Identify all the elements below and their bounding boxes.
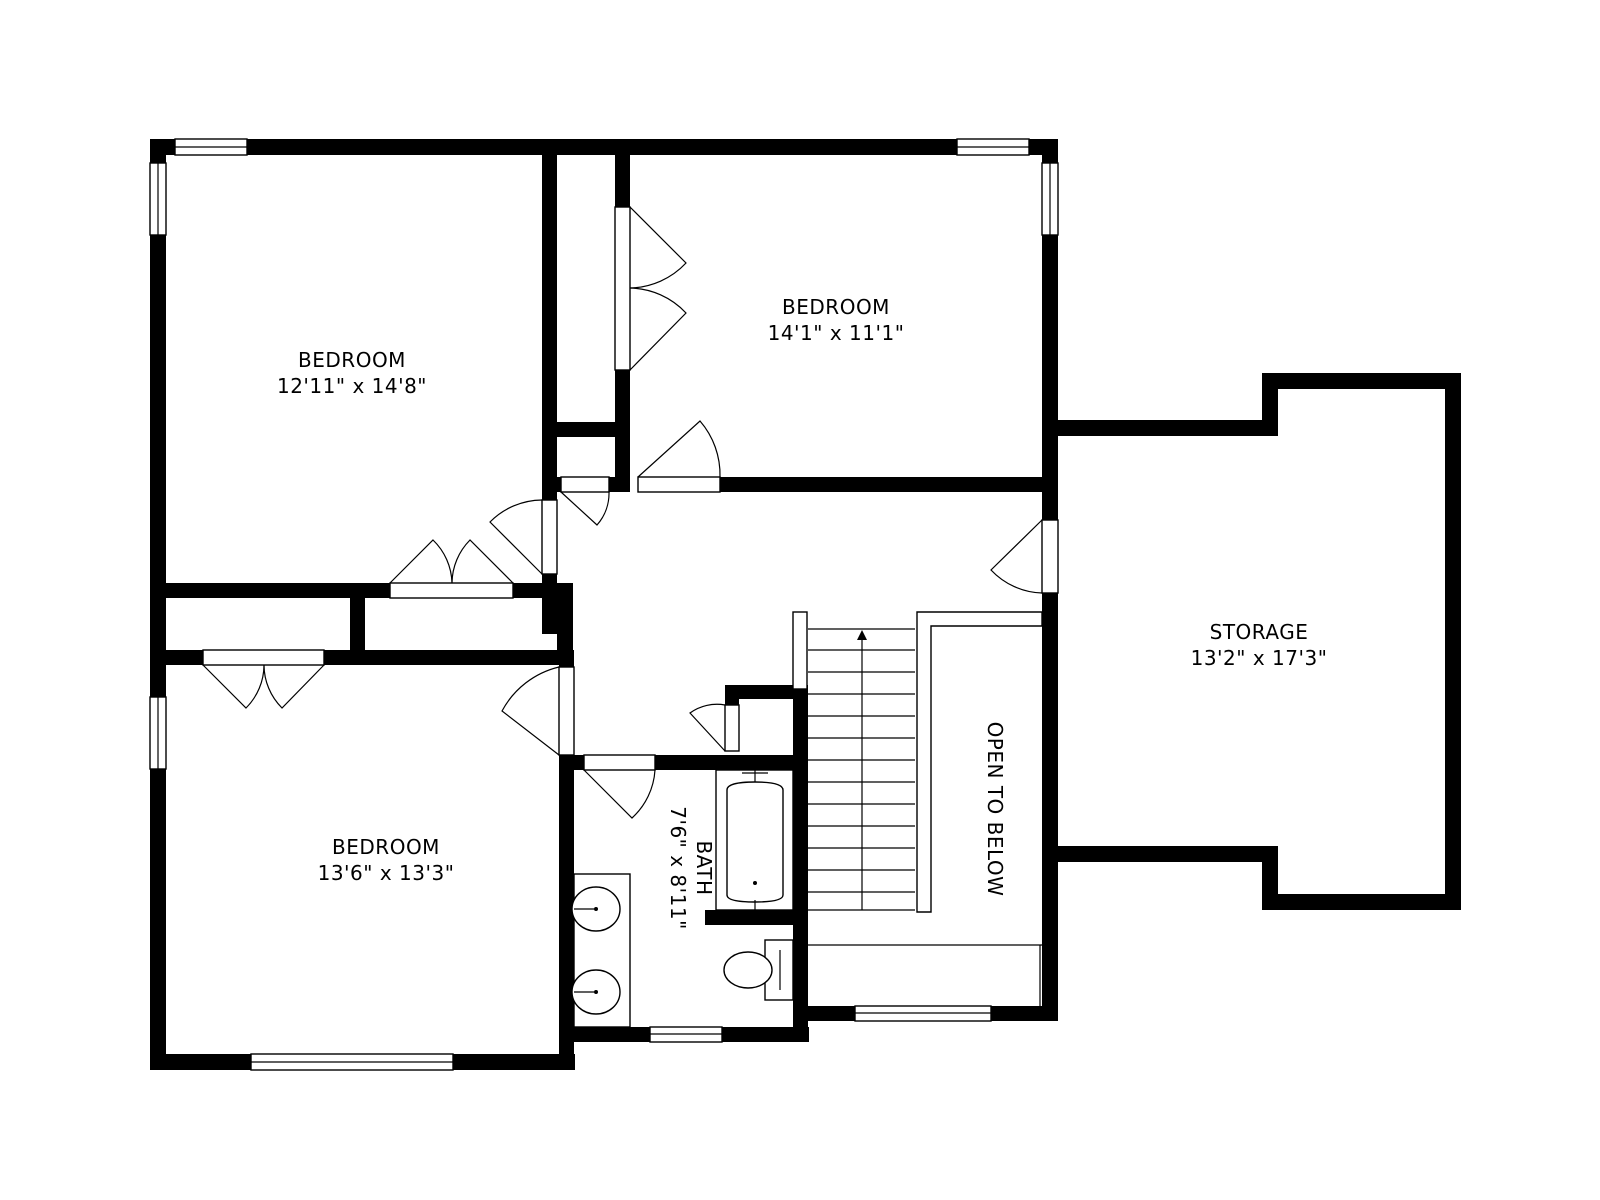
room-labels: BEDROOM 12'11" x 14'8" BEDROOM 14'1" x 1… [277,295,1327,930]
door-swing [202,664,265,709]
door-swing [689,703,726,752]
windows [149,138,1059,1071]
wall-ne-bottom [720,477,1058,492]
wall-closet-right [557,583,573,650]
wall-closet-mid [350,583,365,650]
wall-top [150,139,1058,155]
door-swing [629,206,687,289]
wall-closet-shelf [542,422,630,437]
label-open-to-below: OPEN TO BELOW [983,722,1007,897]
stair-arrow-icon [857,630,867,640]
wall-sw-top-left [150,650,203,665]
room-name-bedroom-ne: BEDROOM [782,295,890,319]
wall-sw-east-lower [559,755,574,1070]
stair-rail-left [792,611,808,690]
stairs [792,611,1043,1006]
room-name-bath: BATH [692,840,716,895]
wall-storage-right [1445,373,1461,910]
room-name-storage: STORAGE [1210,620,1309,644]
wall-storage-topmost [1262,373,1460,389]
door-swing [489,499,543,575]
room-dims-bedroom-ne: 14'1" x 11'1" [768,321,905,345]
tub-basin [726,781,784,903]
wall-sw-east [559,650,574,667]
room-name-bedroom-sw: BEDROOM [332,835,440,859]
door-swing [501,666,560,756]
room-dims-storage: 13'2" x 17'3" [1191,646,1328,670]
wall-tub-bottom [705,910,808,925]
wall-bath-right [793,689,808,1042]
wall-storage-top [1042,420,1262,436]
door-swing [263,664,325,709]
room-dims-bedroom-sw: 13'6" x 13'3" [318,861,455,885]
wall-nw-bottom [150,583,390,598]
door-swing [560,491,610,526]
door-swing [629,287,687,371]
wall-linen-top [725,685,808,699]
door-swing [637,420,721,478]
wall-bath-top-left [559,755,584,770]
wall-bath-top [655,755,793,770]
wall-sw-top-right [324,650,573,665]
room-dims-bedroom-nw: 12'11" x 14'8" [277,374,427,398]
door-swing [990,519,1043,594]
wall-storage-bottom [1042,846,1278,862]
bath-fixtures [571,769,794,1028]
toilet-icon [723,951,773,989]
door-swing [389,539,453,584]
walls [150,139,1461,1070]
wall-left [150,139,166,1070]
room-dims-bath: 7'6" x 8'11" [666,806,690,930]
room-name-bedroom-nw: BEDROOM [298,348,406,372]
closet-door [614,206,631,371]
wall-storage-bottommost [1262,894,1461,910]
door-swing [451,539,514,584]
railing [916,611,1043,913]
doors [202,206,1059,819]
door-swing [583,769,656,819]
